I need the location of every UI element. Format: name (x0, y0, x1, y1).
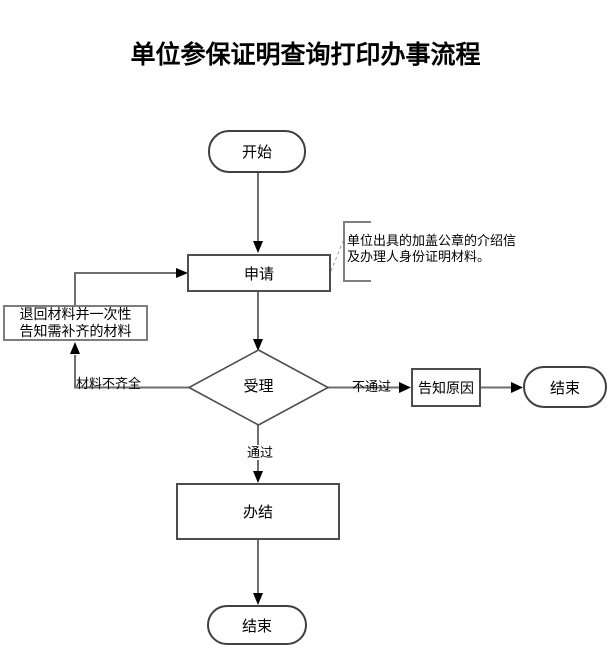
arrowhead-right-icon (176, 268, 188, 278)
callout-bracket-icon (343, 221, 371, 282)
edge-return-apply (74, 268, 188, 305)
page-title: 单位参保证明查询打印办事流程 (130, 41, 481, 69)
decision-diamond-shape (187, 349, 330, 426)
edge-review-inform (328, 382, 411, 393)
complete-node: 办结 (176, 483, 340, 540)
callout-note-line2: 及办理人身份证明材料。 (347, 249, 491, 264)
return-materials-label-line2: 告知需补齐的材料 (19, 323, 132, 339)
review-node-label: 受理 (243, 378, 274, 395)
start-node-label: 开始 (241, 144, 272, 161)
return-materials-label-line1: 退回材料并一次性 (19, 306, 132, 322)
edge-complete-end (253, 540, 263, 605)
inform-reason-node: 告知原因 (411, 368, 481, 407)
start-node: 开始 (208, 130, 306, 173)
end-node-right: 结束 (523, 366, 607, 408)
end-node-bottom: 结束 (207, 605, 307, 645)
edge-inform-end (481, 382, 523, 393)
edge-label-passed: 通过 (245, 445, 276, 460)
callout-note: 单位出具的加盖公章的介绍信 及办理人身份证明材料。 (347, 233, 539, 265)
return-materials-node: 退回材料并一次性 告知需补齐的材料 (3, 305, 148, 341)
end-node-right-label: 结束 (549, 379, 580, 397)
edge-review-return (70, 342, 189, 389)
inform-reason-node-label: 告知原因 (418, 379, 474, 396)
edge-start-apply (253, 173, 263, 253)
end-node-bottom-label: 结束 (241, 617, 272, 635)
edge-label-materials-incomplete: 材料不齐全 (76, 376, 142, 391)
apply-node: 申请 (187, 254, 331, 292)
arrowhead-down-icon (253, 339, 263, 351)
callout-note-line1: 单位出具的加盖公章的介绍信 (347, 233, 517, 248)
arrowhead-right-icon (511, 382, 523, 393)
arrowhead-up-icon (70, 342, 80, 354)
arrowhead-down-icon (253, 471, 263, 483)
callout-dashed-line (330, 238, 345, 272)
arrowhead-down-icon (253, 241, 263, 253)
edge-label-not-passed: 不通过 (352, 379, 392, 394)
arrowhead-right-icon (399, 382, 411, 393)
edge-apply-review (253, 292, 263, 351)
arrowhead-down-icon (253, 593, 263, 605)
apply-node-label: 申请 (243, 265, 274, 283)
complete-node-label: 办结 (242, 504, 273, 521)
